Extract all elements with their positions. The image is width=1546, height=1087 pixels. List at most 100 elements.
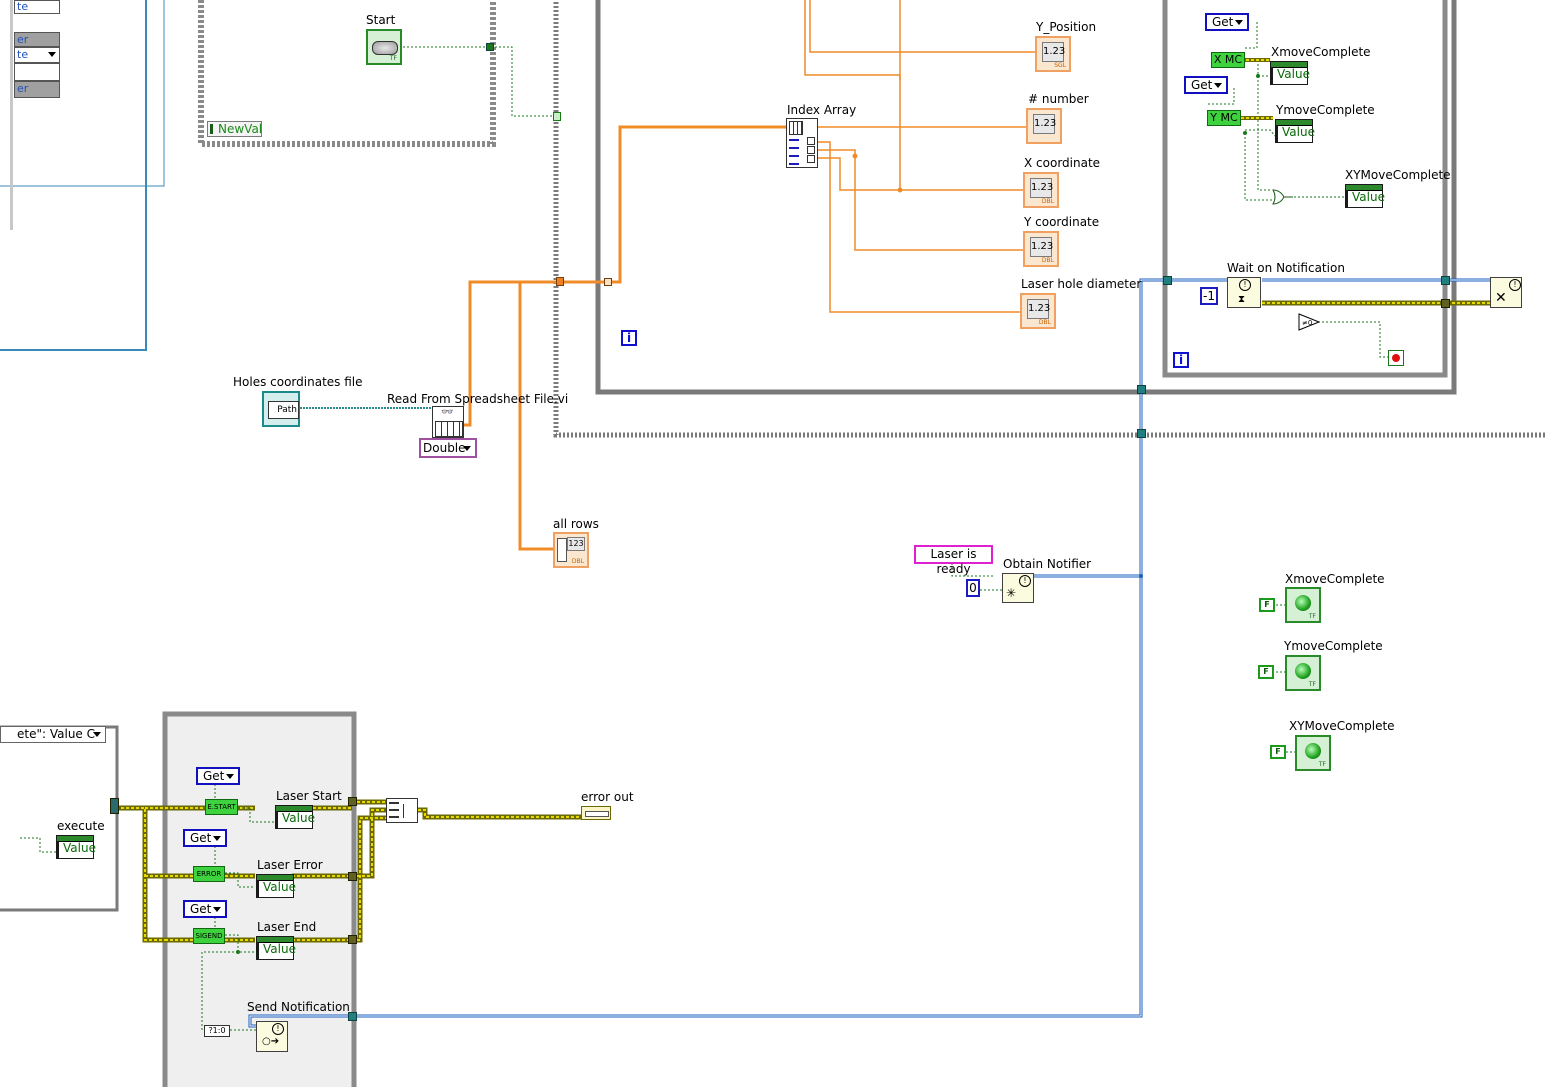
inner-for-loop-frame xyxy=(595,0,1457,395)
front-ymove-false-const: F xyxy=(1258,665,1274,679)
number-label: # number xyxy=(1028,92,1089,106)
error-out-indicator xyxy=(581,806,611,820)
stop-condition-icon[interactable] xyxy=(1388,350,1404,366)
case-selector[interactable]: ete": Value C xyxy=(0,726,106,743)
wait-on-notification-node[interactable]: ! ⧗ xyxy=(1227,277,1261,308)
bottom-frame-tunnel-2 xyxy=(348,872,357,881)
inner-loop-notifier-tunnel xyxy=(1137,385,1146,394)
execute-label: execute xyxy=(57,819,105,833)
double-type-constant[interactable]: Double xyxy=(419,438,477,458)
error-out-label: error out xyxy=(581,790,634,804)
front-xymove-label: XYMoveComplete xyxy=(1289,719,1395,733)
x-coordinate-label: X coordinate xyxy=(1024,156,1101,170)
right-loop-error-tunnel xyxy=(1441,299,1450,308)
right-while-loop-frame xyxy=(1162,0,1448,378)
laser-hole-diameter-indicator: 1.23 DBL xyxy=(1020,293,1056,329)
or-gate-icon xyxy=(1272,189,1294,205)
release-notifier-node[interactable]: ! ✕ xyxy=(1490,277,1522,308)
loop-iteration-terminal: i xyxy=(621,330,637,346)
laser-error-label: Laser Error xyxy=(257,858,323,872)
error-reference: ERROR xyxy=(193,866,225,882)
get-sigend-control[interactable]: Get xyxy=(183,900,227,918)
left-enum-item-1[interactable]: te xyxy=(14,0,60,14)
read-spreadsheet-label: Read From Spreadsheet File.vi xyxy=(387,392,569,406)
obtain-notifier-node[interactable]: ! ✳ xyxy=(1002,573,1034,603)
xmove-complete-label: XmoveComplete xyxy=(1271,45,1371,59)
number-indicator: 1.23 xyxy=(1026,108,1062,144)
y-coordinate-indicator: 1.23 DBL xyxy=(1023,231,1059,267)
estart-reference: E.START xyxy=(205,799,238,815)
laser-end-label: Laser End xyxy=(257,920,317,934)
front-xmove-label: XmoveComplete xyxy=(1285,572,1385,586)
index-array-node[interactable] xyxy=(786,118,818,168)
merge-errors-node[interactable] xyxy=(386,798,418,823)
front-xmove-false-const: F xyxy=(1259,598,1275,612)
left-while-frame xyxy=(0,0,147,351)
dropdown-arrow-icon xyxy=(93,732,101,737)
start-tag: TF xyxy=(389,55,397,62)
laser-ready-constant[interactable]: Laser is ready xyxy=(914,545,993,576)
dropdown-arrow-icon xyxy=(463,446,471,451)
laser-error-value-property: Value xyxy=(256,874,296,898)
event-structure-frame xyxy=(198,0,496,147)
left-enum-item-3[interactable]: te xyxy=(14,47,60,63)
timeout-constant: -1 xyxy=(1200,287,1218,305)
xymove-value-property: Value xyxy=(1345,184,1385,208)
get-xmc-control[interactable]: Get xyxy=(1205,13,1249,31)
y-position-indicator: 1.23 SGL xyxy=(1035,36,1071,72)
wait-on-notification-label: Wait on Notification xyxy=(1227,261,1345,275)
execute-value-property: Value xyxy=(56,835,96,859)
get-ymc-control[interactable]: Get xyxy=(1184,76,1228,94)
orange-wires xyxy=(463,0,1035,551)
get-estart-control[interactable]: Get xyxy=(196,767,240,785)
outer-sequence-frame xyxy=(553,0,1546,438)
dropdown-arrow-icon xyxy=(226,774,234,779)
loop-input-tunnel xyxy=(604,278,612,286)
laser-end-value-property: Value xyxy=(256,936,296,960)
wire-junction xyxy=(1139,574,1143,578)
obtain-zero-constant: 0 xyxy=(966,579,980,597)
front-ymove-label: YmoveComplete xyxy=(1284,639,1383,653)
dropdown-arrow-icon xyxy=(213,836,221,841)
laser-hole-diameter-label: Laser hole diameter xyxy=(1021,277,1142,291)
xmove-value-property: Value xyxy=(1270,61,1310,85)
sequence-input-tunnel xyxy=(556,277,564,286)
start-label: Start xyxy=(366,13,396,27)
all-rows-indicator: 123 DBL xyxy=(553,532,589,568)
bottom-frame-notifier-tunnel xyxy=(348,1012,357,1021)
get-error-control[interactable]: Get xyxy=(183,829,227,847)
holes-file-path-control[interactable]: Path xyxy=(262,391,300,427)
holes-file-label: Holes coordinates file xyxy=(233,375,363,389)
left-enum-item-4[interactable]: er xyxy=(14,81,60,98)
bottom-left-error-tunnel xyxy=(110,798,119,814)
read-spreadsheet-node[interactable]: 👓 xyxy=(432,406,464,438)
ymove-complete-label: YmoveComplete xyxy=(1276,103,1375,117)
all-rows-label: all rows xyxy=(553,517,599,531)
dropdown-arrow-icon xyxy=(213,907,221,912)
left-enum-item-2[interactable]: er xyxy=(14,32,60,47)
right-loop-notifier-tunnel-right xyxy=(1441,276,1450,285)
glasses-icon: 👓 xyxy=(441,407,454,418)
front-xmove-led: TF xyxy=(1285,587,1321,623)
ymc-reference: Y MC xyxy=(1207,110,1241,126)
bottom-frame-tunnel-3 xyxy=(348,935,357,944)
dropdown-arrow-icon xyxy=(1235,20,1243,25)
send-notification-label: Send Notification xyxy=(247,1000,350,1014)
sigend-reference: SIGEND xyxy=(193,928,225,944)
dropdown-arrow-icon xyxy=(1214,83,1222,88)
front-xymove-led: TF xyxy=(1295,735,1331,771)
send-notification-node[interactable]: ! ○➔ xyxy=(256,1021,288,1052)
obtain-notifier-label: Obtain Notifier xyxy=(1003,557,1092,571)
index-array-label: Index Array xyxy=(787,103,857,117)
dropdown-arrow-icon[interactable] xyxy=(48,52,56,57)
sequence-bool-tunnel xyxy=(553,112,561,121)
start-button-terminal[interactable]: TF xyxy=(366,29,402,65)
y-position-label: Y_Position xyxy=(1036,20,1097,34)
not-equal-zero-icon: ≠0 xyxy=(1298,313,1321,331)
xmc-reference: X MC xyxy=(1211,52,1245,68)
left-enum-item-blank xyxy=(14,63,60,81)
xymove-complete-label: XYMoveComplete xyxy=(1345,168,1451,182)
inner-for-loop-shadow xyxy=(603,0,1449,387)
